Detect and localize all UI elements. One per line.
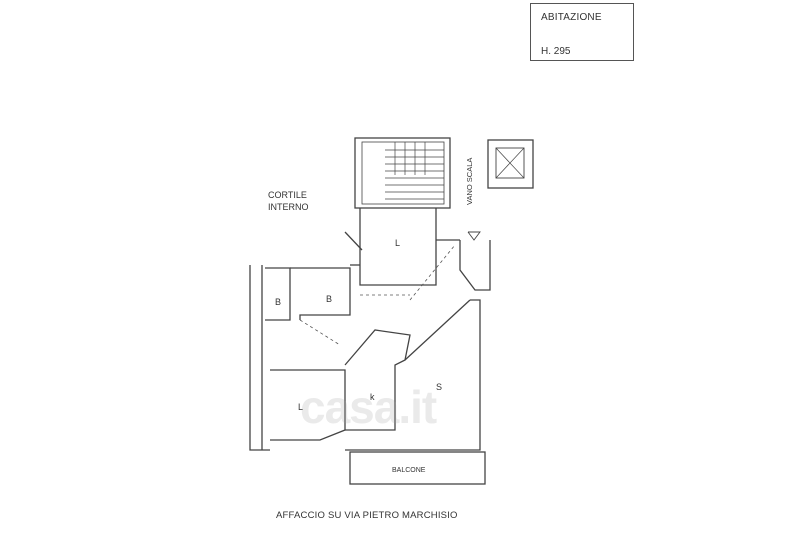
balcony <box>349 451 486 485</box>
vano-scala-label: VANO SCALA <box>465 158 474 205</box>
title-block: ABITAZIONE H. 295 <box>530 3 634 61</box>
outer-wall-left <box>249 265 270 451</box>
elevator-shaft <box>487 139 534 189</box>
cortile-label: CORTILE <box>268 190 307 200</box>
ceiling-height-label: H. 295 <box>541 46 571 57</box>
interno-label: INTERNO <box>268 202 309 212</box>
room-wall-l-top <box>359 208 437 286</box>
watermark-logo: casa.it <box>300 381 437 433</box>
room-b1-label: B <box>275 297 281 307</box>
dashed-openings <box>299 244 456 346</box>
room-k-label: k <box>370 392 375 402</box>
stair-block <box>354 137 451 209</box>
dwelling-type-label: ABITAZIONE <box>541 12 602 23</box>
stair-steps <box>385 142 444 200</box>
balcone-label: BALCONE <box>392 467 426 474</box>
room-s-label: S <box>436 382 442 392</box>
street-caption: AFFACCIO SU VIA PIETRO MARCHISIO <box>276 510 458 521</box>
room-b2-label: B <box>326 294 332 304</box>
room-l-top-label: L <box>395 238 400 248</box>
room-l-left-label: L <box>298 402 303 412</box>
